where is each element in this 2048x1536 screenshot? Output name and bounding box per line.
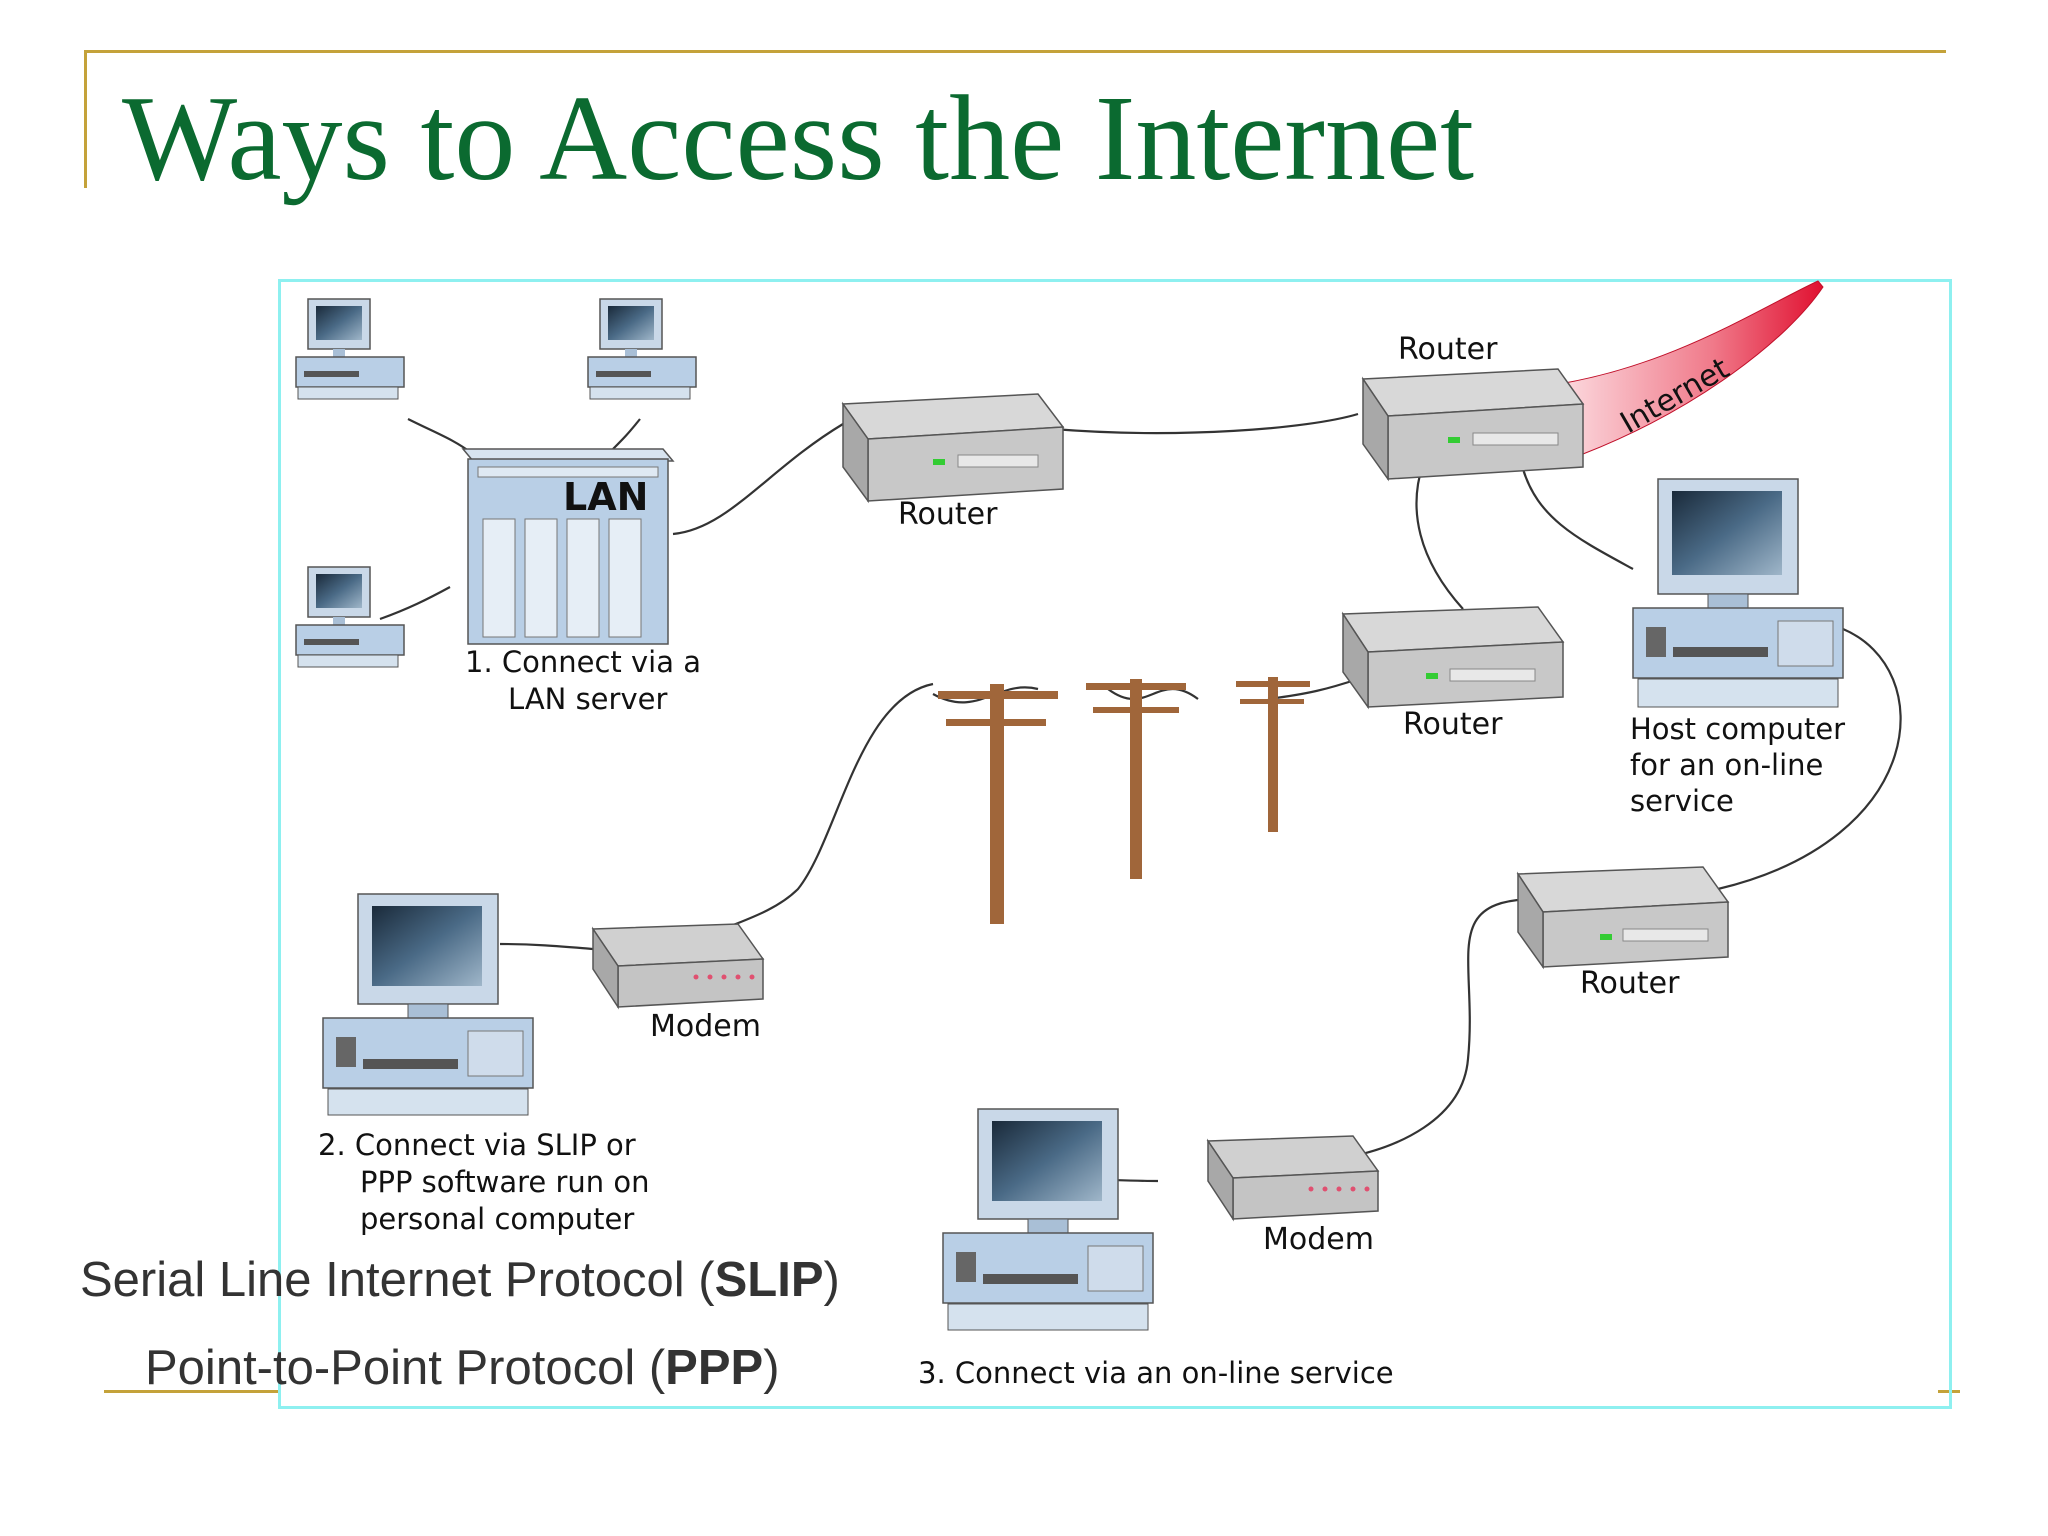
lan-server: LAN <box>461 448 675 645</box>
cable-pc3-lan <box>379 586 451 621</box>
host-caption: Host computer for an on-line service <box>1630 712 1854 818</box>
lan-label: LAN <box>563 475 648 519</box>
option2-caption: 2. Connect via SLIP or PPP software run … <box>318 1128 659 1236</box>
modem-2 <box>1206 1135 1380 1222</box>
slip-caption: Serial Line Internet Protocol (SLIP) <box>80 1256 840 1305</box>
router-3 <box>1341 606 1565 710</box>
slide-title: Ways to Access the Internet <box>122 71 1475 206</box>
ppp-caption-close: ) <box>763 1341 780 1395</box>
option1-line-1: 1. Connect via a <box>465 645 701 679</box>
cable-poles-modem1 <box>722 682 934 931</box>
option1-caption: 1. Connect via a LAN server <box>465 645 710 716</box>
lan-workstation-2 <box>587 298 697 400</box>
telephone-poles <box>938 677 1310 924</box>
option2-line-1: 2. Connect via SLIP or <box>318 1128 636 1162</box>
router-label-left: Router <box>898 497 998 532</box>
internet-arc: Internet <box>1545 280 1824 455</box>
network-diagram: Internet LAN <box>278 279 1952 1409</box>
cable-router4-modem2 <box>1337 897 1539 1161</box>
ppp-caption-text: Point-to-Point Protocol ( <box>145 1341 666 1395</box>
pole-2 <box>1130 679 1142 879</box>
diagram-border <box>278 279 1952 1409</box>
option3-caption: 3. Connect via an on-line service <box>918 1356 1394 1390</box>
host-line-1: Host computer <box>1630 712 1845 746</box>
modem-1 <box>591 923 765 1010</box>
cable-router1-router2 <box>1052 412 1359 435</box>
slip-caption-text: Serial Line Internet Protocol ( <box>80 1253 715 1307</box>
router-1 <box>841 393 1065 504</box>
host-line-2: for an on-line <box>1630 748 1823 782</box>
personal-computer-slip <box>322 893 534 1116</box>
cable-router2-router3 <box>1415 463 1464 610</box>
router-4 <box>1516 866 1730 970</box>
cable-pc4-modem1 <box>499 942 594 951</box>
router-2 <box>1361 368 1585 482</box>
router-label-middle: Router <box>1403 707 1503 742</box>
router-label-top: Router <box>1398 332 1498 367</box>
router-label-bottom: Router <box>1580 966 1680 1001</box>
option1-line-2: LAN server <box>508 682 667 716</box>
lan-workstation-3 <box>295 566 405 668</box>
cable-lan-router1 <box>672 423 844 536</box>
slide-frame-left-rule <box>84 50 87 188</box>
slip-caption-close: ) <box>823 1253 840 1307</box>
ppp-caption: Point-to-Point Protocol (PPP) <box>145 1344 780 1393</box>
footer-rule-left <box>104 1390 280 1393</box>
host-line-3: service <box>1630 784 1734 818</box>
host-computer <box>1632 478 1844 708</box>
cable-router2-host <box>1521 468 1634 570</box>
pole-3 <box>1268 677 1278 832</box>
modem-label-1: Modem <box>650 1009 761 1044</box>
lan-workstation-1 <box>295 298 405 400</box>
slip-abbr: SLIP <box>714 1253 824 1307</box>
pole-1 <box>990 684 1004 924</box>
slide-frame-top-rule <box>84 50 1946 53</box>
ppp-abbr: PPP <box>665 1341 764 1395</box>
option2-line-2: PPP software run on <box>360 1165 649 1199</box>
cable-host-router4 <box>1717 627 1902 891</box>
option2-line-3: personal computer <box>360 1202 634 1236</box>
cable-pc2-lan <box>612 418 641 450</box>
modem-label-2: Modem <box>1263 1222 1374 1257</box>
cable-pole2-pole3 <box>1107 687 1199 701</box>
personal-computer-online <box>942 1108 1154 1331</box>
